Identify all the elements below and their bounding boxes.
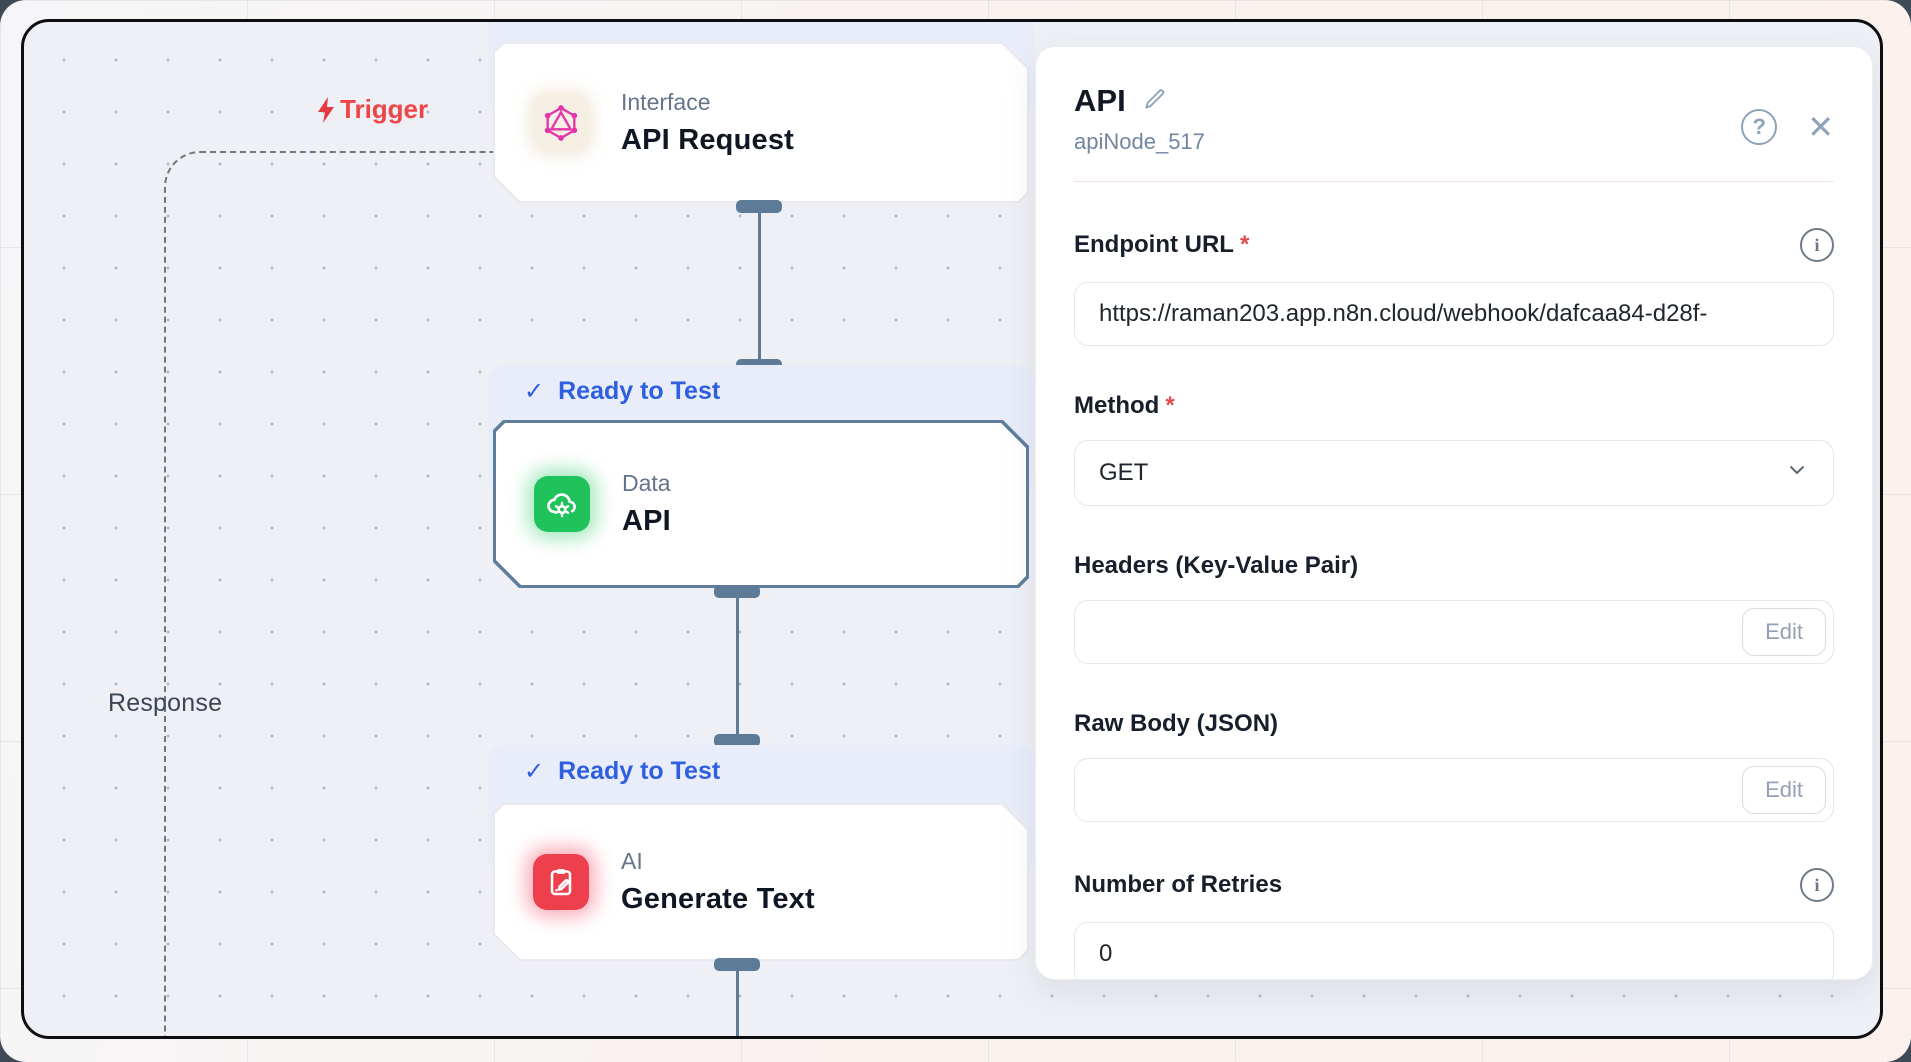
check-icon: ✓ (524, 378, 545, 405)
headers-edit-button[interactable]: Edit (1742, 608, 1826, 656)
connector-3 (714, 958, 760, 1036)
response-connection-dashed (164, 151, 495, 1036)
ready-to-test-badge: ✓ Ready to Test (524, 377, 721, 405)
node-card-selected[interactable]: Data API (493, 420, 1029, 588)
workflow-canvas[interactable]: Response Trigger (21, 19, 1883, 1039)
node-generate-text[interactable]: ✓ Ready to Test AI Generat (488, 745, 1034, 970)
node-card[interactable]: Interface API Request (493, 42, 1029, 203)
info-icon[interactable]: i (1800, 868, 1834, 902)
raw-body-input[interactable] (1074, 758, 1834, 822)
raw-body-label: Raw Body (JSON) (1074, 710, 1279, 737)
info-icon[interactable]: i (1800, 228, 1834, 262)
node-id: apiNode_517 (1074, 129, 1205, 154)
raw-body-field: Raw Body (JSON) Edit (1074, 710, 1834, 822)
connector-output-port[interactable] (714, 958, 760, 971)
node-title: API Request (621, 123, 795, 156)
endpoint-url-input[interactable] (1074, 282, 1834, 346)
lightning-bolt-icon (314, 96, 338, 124)
ready-to-test-badge: ✓ Ready to Test (524, 757, 721, 785)
node-category: Interface (621, 88, 711, 115)
node-properties-panel: API apiNode_517 ? ✕ (1035, 46, 1873, 980)
node-api-request[interactable]: Interface API Request (488, 22, 1034, 206)
clipboard-pen-icon (533, 854, 589, 910)
edit-pencil-icon[interactable] (1142, 86, 1168, 117)
check-icon: ✓ (524, 758, 545, 785)
raw-body-edit-button[interactable]: Edit (1742, 766, 1826, 814)
node-category: AI (621, 848, 643, 874)
method-field: Method* GET (1074, 392, 1834, 506)
retries-label: Number of Retries (1074, 871, 1283, 898)
endpooint-url-label: Endpoint URL* (1074, 231, 1250, 258)
required-marker: * (1165, 392, 1175, 419)
panel-title: API (1074, 83, 1126, 118)
close-icon[interactable]: ✕ (1807, 109, 1834, 145)
connector-1 (736, 200, 782, 372)
retries-field: Number of Retries i (1074, 868, 1834, 979)
chevron-down-icon (1785, 458, 1809, 489)
connector-output-port[interactable] (714, 585, 760, 598)
trigger-label: Trigger (314, 94, 428, 125)
graphql-icon (533, 95, 589, 151)
headers-label: Headers (Key-Value Pair) (1074, 552, 1359, 579)
method-selected-value: GET (1099, 459, 1149, 486)
connector-2 (714, 585, 760, 747)
node-api[interactable]: ✓ Ready to Test (488, 365, 1034, 595)
headers-input[interactable] (1074, 600, 1834, 664)
panel-divider (1074, 181, 1834, 182)
endpoint-url-field: Endpoint URL* i (1074, 228, 1834, 346)
node-card[interactable]: AI Generate Text (493, 803, 1029, 961)
response-edge-label: Response (108, 689, 223, 717)
cloud-gear-icon (534, 476, 590, 532)
connector-input-port[interactable] (714, 734, 760, 747)
required-marker: * (1239, 231, 1250, 258)
help-icon[interactable]: ? (1741, 109, 1778, 145)
retries-input[interactable] (1074, 922, 1834, 979)
node-title: API (622, 505, 671, 537)
method-label: Method* (1074, 392, 1175, 419)
headers-field: Headers (Key-Value Pair) Edit (1074, 552, 1834, 664)
method-select[interactable]: GET (1074, 440, 1834, 506)
node-title: Generate Text (621, 883, 815, 915)
connector-output-port[interactable] (736, 200, 782, 213)
node-category: Data (622, 470, 671, 496)
